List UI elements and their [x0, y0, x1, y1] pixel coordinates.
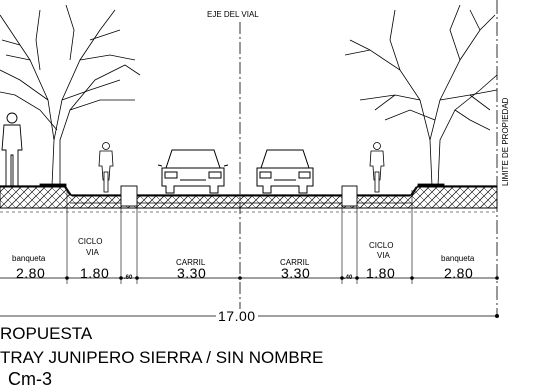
right-cycle-label-1: CICLO [369, 241, 394, 250]
left-cycle-dim: 1.80 [80, 265, 110, 281]
left-lane-label: CARRIL [176, 258, 206, 267]
left-cyclist [98, 142, 114, 193]
right-cyclist [369, 142, 385, 193]
left-tree [0, 4, 141, 188]
left-sidewalk-dim: 2.80 [16, 265, 46, 281]
right-car [256, 149, 314, 194]
left-gap-dim: .60 [124, 275, 133, 281]
right-tree [344, 4, 498, 188]
left-cycle-label-2: VIA [86, 248, 99, 257]
right-cycle-label-2: VIA [377, 251, 390, 260]
right-lane-dim: 3.30 [281, 265, 311, 281]
right-lane-label: CARRIL [280, 258, 310, 267]
dimension-extension-lines [66, 190, 413, 284]
road-axis-label: EJE DEL VIAL [207, 10, 259, 19]
title-line-3: Cm-3 [8, 369, 52, 389]
right-sidewalk-dim: 2.80 [444, 265, 474, 281]
title-line-2: TRAY JUNIPERO SIERRA / SIN NOMBRE [0, 348, 324, 367]
right-gap-dim: .40 [344, 275, 353, 281]
ground-section [0, 185, 498, 213]
left-car [157, 149, 229, 194]
right-cycle-dim: 1.80 [366, 265, 396, 281]
dimension-ticks [65, 276, 499, 280]
title-line-1: ROPUESTA [0, 324, 93, 343]
left-lane-dim: 3.30 [177, 265, 207, 281]
total-width-dim: 17.00 [216, 308, 258, 324]
pedestrian-figure [1, 112, 23, 187]
left-cycle-label-1: CICLO [78, 237, 103, 246]
property-limit-label: LIMITE DE PROPIEDAD [501, 97, 510, 186]
right-sidewalk-label: banqueta [441, 254, 475, 263]
left-sidewalk-label: banqueta [12, 254, 46, 263]
